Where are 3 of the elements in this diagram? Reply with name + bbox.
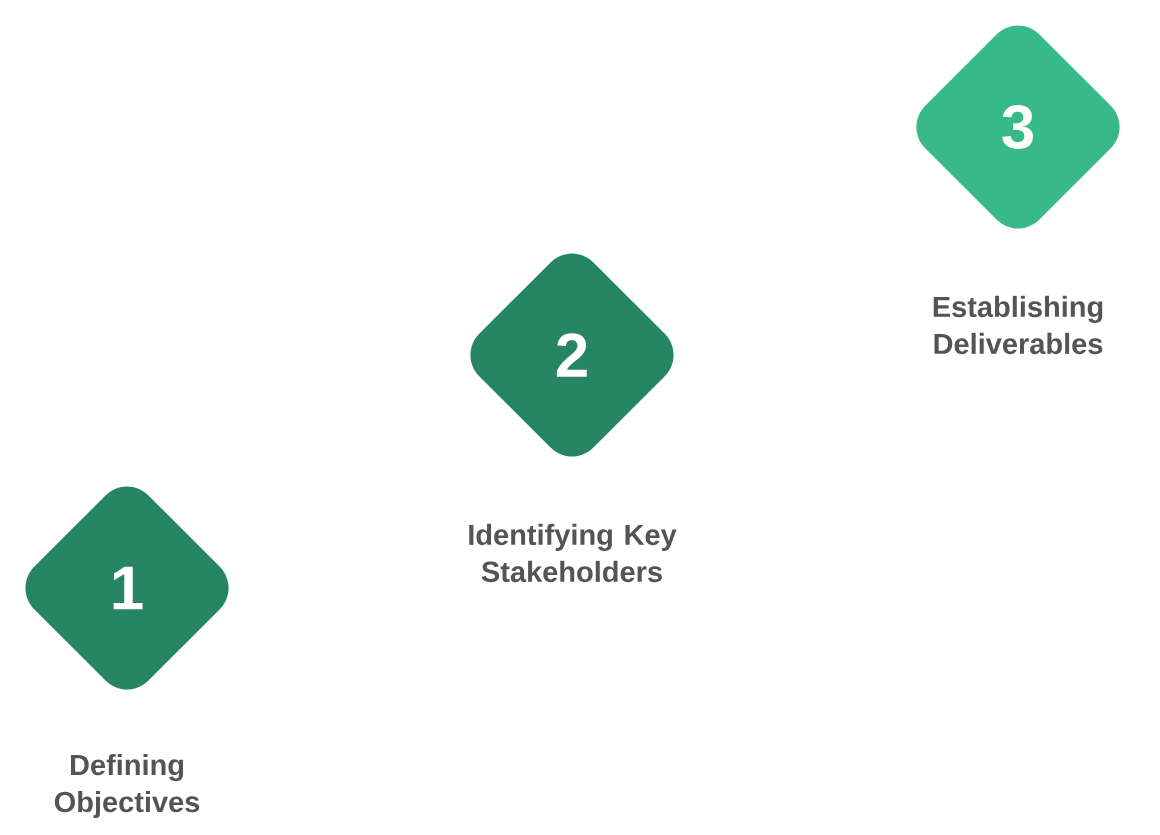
step-label: Establishing Deliverables (933, 295, 1103, 355)
step-label: Defining Objectives (54, 754, 200, 818)
step-label: Identifying Key Stakeholders (469, 523, 677, 583)
